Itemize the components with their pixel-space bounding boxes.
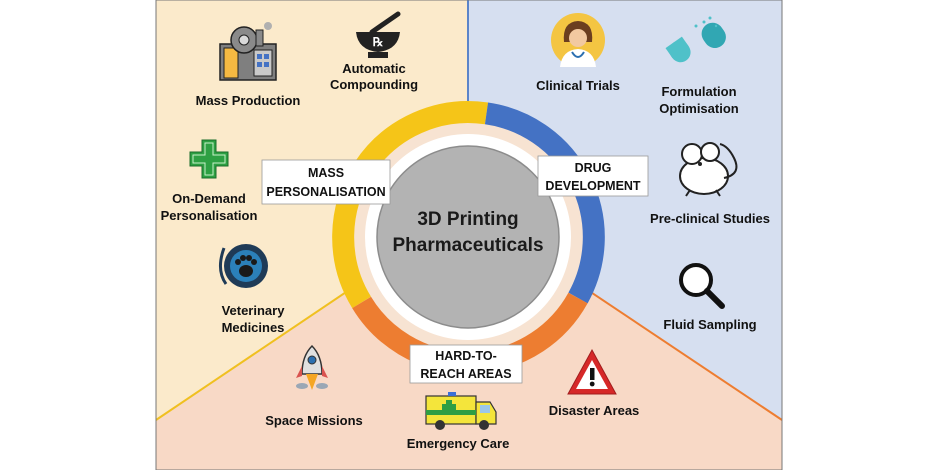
label-automatic-compounding-line2: Compounding <box>330 77 418 92</box>
label-clinical-trials: Clinical Trials <box>536 78 620 93</box>
section-label-mass-personalisation: MASS PERSONALISATION <box>261 159 391 205</box>
magnifier-icon <box>679 263 725 309</box>
label-on-demand-line2: Personalisation <box>161 208 258 223</box>
paw-stethoscope-icon <box>219 244 268 288</box>
section-label-line1: HARD-TO- <box>435 349 497 363</box>
label-space-missions: Space Missions <box>265 413 363 428</box>
doctor-icon <box>551 13 605 67</box>
center-title-line1: 3D Printing <box>417 209 518 230</box>
label-formulation-line2: Optimisation <box>659 101 739 116</box>
capsule-icon <box>665 16 726 63</box>
label-emergency-care: Emergency Care <box>407 436 510 451</box>
label-disaster-areas: Disaster Areas <box>549 403 640 418</box>
section-label-line2: PERSONALISATION <box>266 185 385 199</box>
section-label-line2: REACH AREAS <box>420 367 511 381</box>
mortar-pestle-rx-icon: ℞ <box>356 11 401 58</box>
section-label-line2: DEVELOPMENT <box>545 179 641 193</box>
section-label-box <box>261 159 391 205</box>
section-label-hard-to-reach: HARD-TO- REACH AREAS <box>409 344 523 384</box>
section-label-drug-development: DRUG DEVELOPMENT <box>537 155 649 197</box>
green-cross-icon <box>189 139 229 179</box>
rocket-icon <box>296 344 328 390</box>
region-drug-development <box>468 0 782 420</box>
region-mass-personalisation <box>156 0 468 420</box>
section-label-box <box>537 155 649 197</box>
center-circle <box>376 145 560 329</box>
section-label-line1: MASS <box>308 166 344 180</box>
section-label-line1: DRUG <box>575 161 612 175</box>
mouse-icon <box>679 142 738 197</box>
svg-text:℞: ℞ <box>373 35 384 49</box>
label-mass-production: Mass Production <box>196 93 301 108</box>
ambulance-icon <box>425 392 497 430</box>
frame-border <box>155 0 783 470</box>
label-fluid-sampling: Fluid Sampling <box>663 317 756 332</box>
factory-icon <box>219 22 277 81</box>
label-formulation-line1: Formulation <box>661 84 736 99</box>
label-on-demand-line1: On-Demand <box>172 191 246 206</box>
label-preclinical-studies: Pre-clinical Studies <box>650 211 770 226</box>
label-veterinary-line2: Medicines <box>222 320 285 335</box>
center-title-line2: Pharmaceuticals <box>392 235 543 256</box>
warning-icon <box>567 348 617 395</box>
label-automatic-compounding-line1: Automatic <box>342 61 406 76</box>
section-label-box <box>409 344 523 384</box>
label-veterinary-line1: Veterinary <box>222 303 286 318</box>
